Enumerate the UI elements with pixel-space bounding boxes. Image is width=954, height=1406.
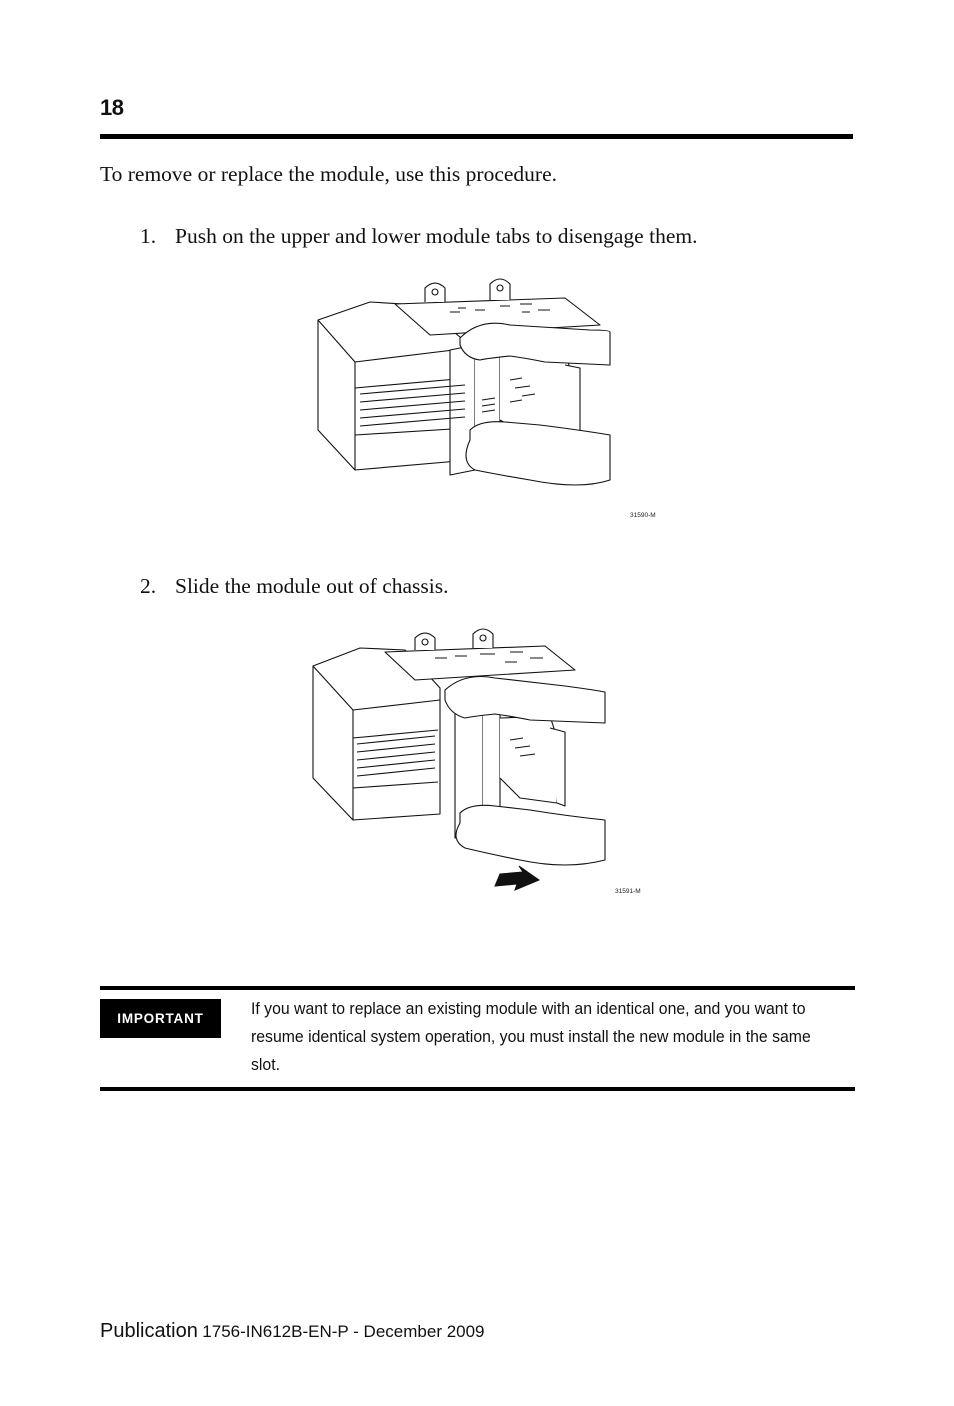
important-badge: IMPORTANT xyxy=(100,999,221,1038)
step-number: 1. xyxy=(140,224,157,248)
step-2: 2. Slide the module out of chassis. xyxy=(140,574,840,604)
figure-label: 31591-M xyxy=(615,888,641,895)
step-text: Slide the module out of chassis. xyxy=(175,574,449,598)
publication-word: Publication xyxy=(100,1320,198,1342)
footer: Publication 1756-IN612B-EN-P - December … xyxy=(100,1320,485,1343)
figure-slide-module: 31591-M xyxy=(312,628,641,895)
step-text: Push on the upper and lower module tabs … xyxy=(175,224,698,248)
figure-disengage-tabs: 31590-M xyxy=(317,278,656,519)
important-text: If you want to replace an existing modul… xyxy=(251,999,811,1074)
publication-id: 1756-IN612B-EN-P - December 2009 xyxy=(202,1322,485,1341)
step-1: 1. Push on the upper and lower module ta… xyxy=(140,224,840,254)
important-bottom-rule xyxy=(100,1087,855,1091)
page-number: 18 xyxy=(100,95,124,120)
important-top-rule xyxy=(100,986,855,990)
header-rule xyxy=(100,134,853,139)
intro-text: To remove or replace the module, use thi… xyxy=(100,162,557,186)
arrow-icon xyxy=(494,865,541,891)
figure-label: 31590-M xyxy=(630,512,656,519)
step-number: 2. xyxy=(140,574,157,598)
